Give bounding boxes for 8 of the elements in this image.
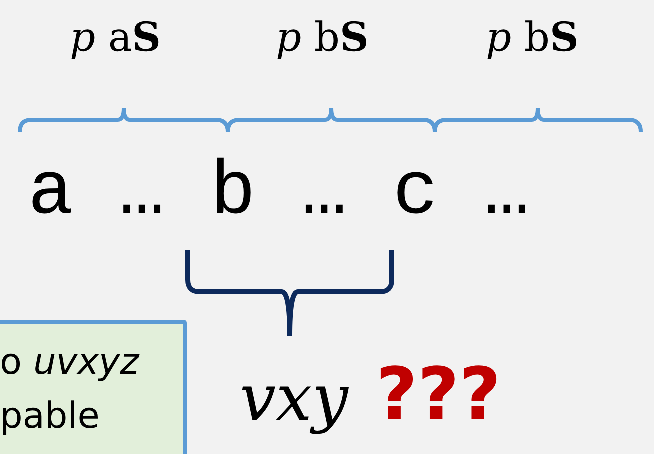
segment-label: p aS [70,14,162,61]
substring-label: vxy [240,362,348,436]
note-text: o uvxyz pable [0,341,141,439]
note-box [0,320,187,454]
segment-label: p bS [276,14,369,61]
string-text: a … b … c … [28,150,530,236]
question-marks: ??? [376,352,502,436]
segment-label: p bS [486,14,579,61]
